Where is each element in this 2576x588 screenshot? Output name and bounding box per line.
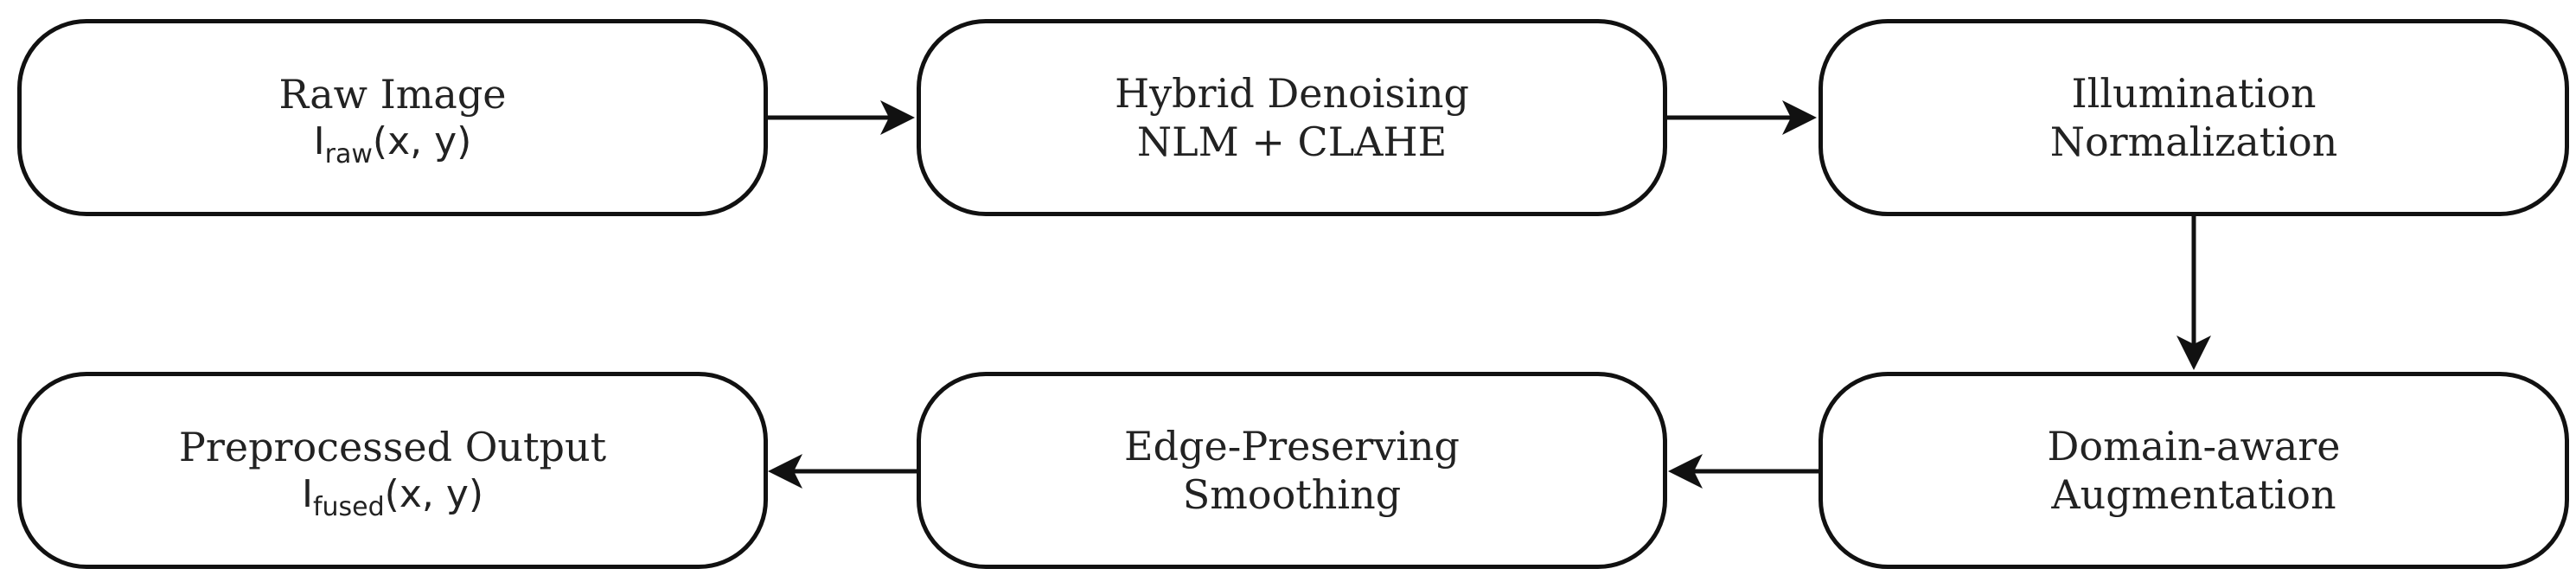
node-raw-image-title: Raw Image [278, 71, 507, 118]
arrow-denoising-to-illumination [1667, 100, 1817, 135]
formula-args: (x, y) [372, 119, 472, 163]
node-preprocessed-output: Preprocessed Output Ifused(x, y) [17, 372, 768, 569]
node-augmentation-line2: Augmentation [2051, 471, 2336, 518]
node-smoothing-line1: Edge-Preserving [1124, 423, 1460, 470]
node-domain-aware-augmentation: Domain-aware Augmentation [1819, 372, 2569, 569]
formula-subscript: fused [312, 492, 385, 522]
node-illumination-line1: Illumination [2071, 70, 2317, 117]
arrow-illumination-to-augmentation [2176, 216, 2211, 370]
formula-symbol: I [301, 472, 313, 516]
node-augmentation-line1: Domain-aware [2047, 423, 2341, 470]
node-raw-image-formula: Iraw(x, y) [313, 118, 472, 168]
node-hybrid-denoising: Hybrid Denoising NLM + CLAHE [917, 19, 1667, 216]
node-hybrid-denoising-line2: NLM + CLAHE [1136, 118, 1448, 165]
arrow-smoothing-to-output [768, 454, 917, 489]
node-edge-preserving-smoothing: Edge-Preserving Smoothing [917, 372, 1667, 569]
node-illumination-normalization: Illumination Normalization [1819, 19, 2569, 216]
node-preprocessed-output-title: Preprocessed Output [178, 424, 607, 470]
formula-args: (x, y) [384, 472, 484, 516]
formula-subscript: raw [324, 139, 373, 169]
formula-symbol: I [313, 119, 325, 163]
node-smoothing-line2: Smoothing [1182, 471, 1402, 518]
arrow-augmentation-to-smoothing [1668, 454, 1819, 489]
node-illumination-line2: Normalization [2049, 118, 2338, 165]
node-preprocessed-output-formula: Ifused(x, y) [301, 471, 484, 521]
node-raw-image: Raw Image Iraw(x, y) [17, 19, 768, 216]
arrow-raw-to-denoising [768, 100, 915, 135]
node-hybrid-denoising-line1: Hybrid Denoising [1115, 70, 1469, 117]
